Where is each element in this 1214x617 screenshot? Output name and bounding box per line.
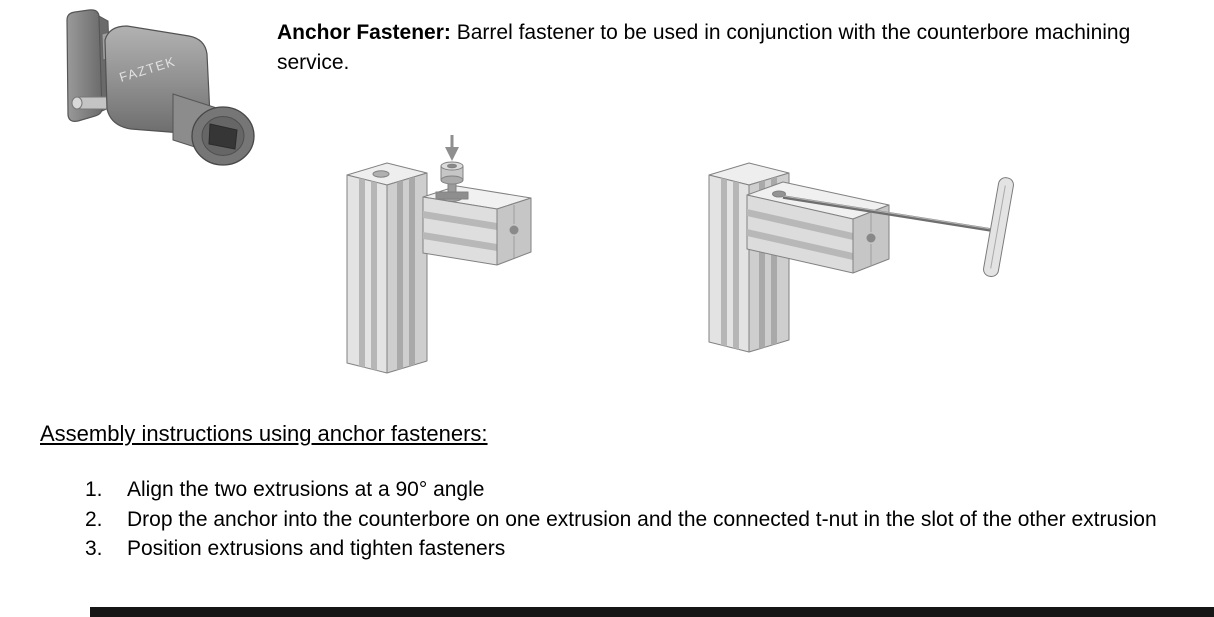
end-bore-hole [509,225,519,235]
step-number: 3. [85,537,103,560]
anchor-fastener-product-image: FAZTEK [25,4,260,186]
step-number: 2. [85,507,103,531]
anchor-fastener-part [435,161,469,200]
end-bore-hole [866,233,876,243]
step-text: Drop the anchor into the counterbore on … [127,507,1157,531]
tighten-diagram [708,162,1014,353]
step-number: 1. [85,478,103,501]
counterbore-drop-illustration [335,133,535,381]
t-nut [435,191,469,200]
hex-key [782,177,1014,278]
assembly-instructions-heading: Assembly instructions using anchor faste… [40,421,488,446]
anchor-fastener-render: FAZTEK [66,9,255,166]
assembly-step-1: 1. Align the two extrusions at a 90° ang… [85,475,1180,505]
vertical-extrusion [346,162,428,374]
header-definition: Barrel fastener to be used in conjunctio… [277,21,1131,74]
assembly-step-3: 3. Position extrusions and tighten faste… [85,534,1180,564]
t-handle [983,177,1014,278]
header-description: Anchor Fastener: Barrel fastener to be u… [277,18,1167,78]
hex-socket [447,163,457,169]
header-term: Anchor Fastener: [277,21,451,44]
bottom-bar [90,607,1214,617]
step-text: Align the two extrusions at a 90° angle [127,478,485,501]
tighten-fastener-illustration [695,145,1025,360]
arrow-down-icon [445,135,459,161]
socket-hole [208,123,238,150]
step-text: Position extrusions and tighten fastener… [127,537,506,560]
fastener-head [772,190,786,198]
assembly-steps-list: 1. Align the two extrusions at a 90° ang… [85,475,1180,564]
top-slot-hole [372,170,390,178]
drop-anchor-diagram [346,135,532,374]
assembly-step-2: 2. Drop the anchor into the counterbore … [85,505,1180,535]
